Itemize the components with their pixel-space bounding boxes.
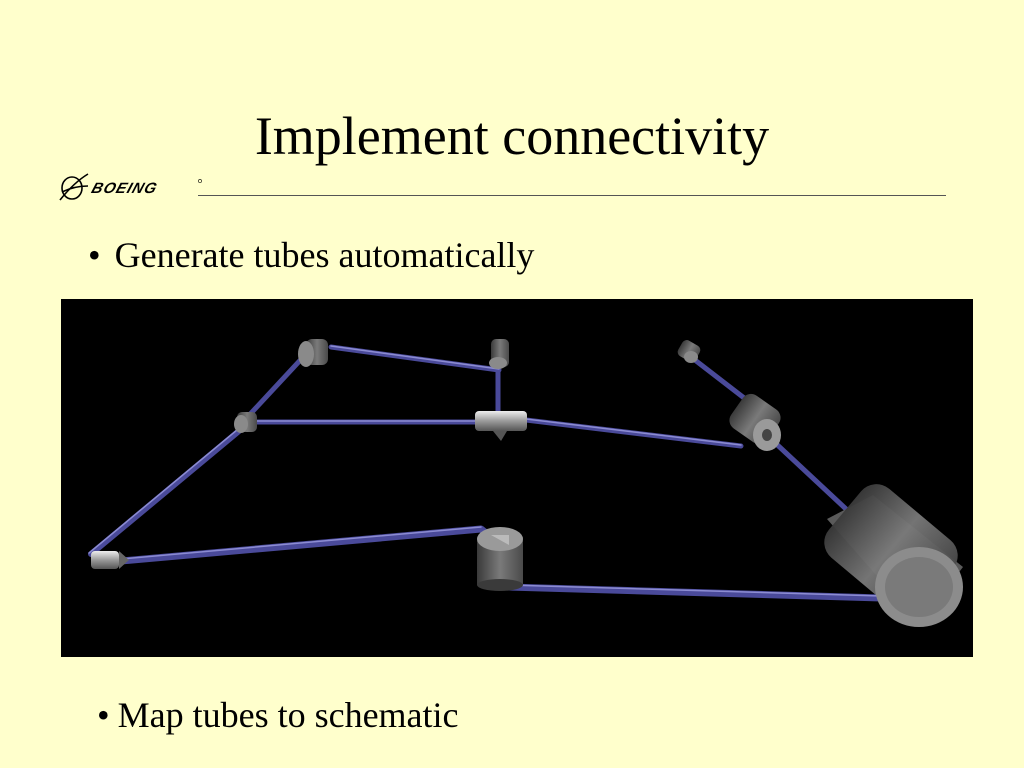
connector-top-center: [489, 339, 509, 369]
bullet-text: Generate tubes automatically: [114, 235, 535, 275]
tube: [88, 428, 242, 557]
slide-title: Implement connectivity: [254, 106, 770, 166]
tube-routing-image: [88, 339, 963, 627]
bullet-text: Map tubes to schematic: [117, 695, 459, 735]
bullet-marker: •: [97, 695, 110, 735]
tube: [502, 583, 925, 603]
connector-top-left: [298, 339, 328, 367]
component-cylinder-mid-right: [729, 393, 781, 451]
bullet-marker: •: [88, 235, 101, 275]
component-box: [477, 527, 523, 591]
boeing-logo: BOEING: [58, 170, 208, 206]
connector-left-nozzle: [91, 551, 129, 569]
bullet-map-tubes: •Map tubes to schematic: [97, 694, 459, 736]
tee-fitting: [475, 411, 527, 441]
tube-routing-render: [61, 299, 973, 657]
component-large-tank: [824, 484, 963, 627]
tube: [768, 436, 849, 512]
tube: [117, 525, 495, 565]
tube: [328, 344, 502, 373]
connector-mid-left: [234, 412, 257, 433]
title-divider: [198, 195, 946, 196]
tube: [523, 417, 744, 449]
boeing-logo-text: BOEING: [89, 180, 159, 197]
bullet-generate-tubes: • Generate tubes automatically: [88, 234, 534, 276]
boeing-logo-icon: BOEING: [59, 173, 202, 201]
connector-top-right: [677, 340, 701, 363]
